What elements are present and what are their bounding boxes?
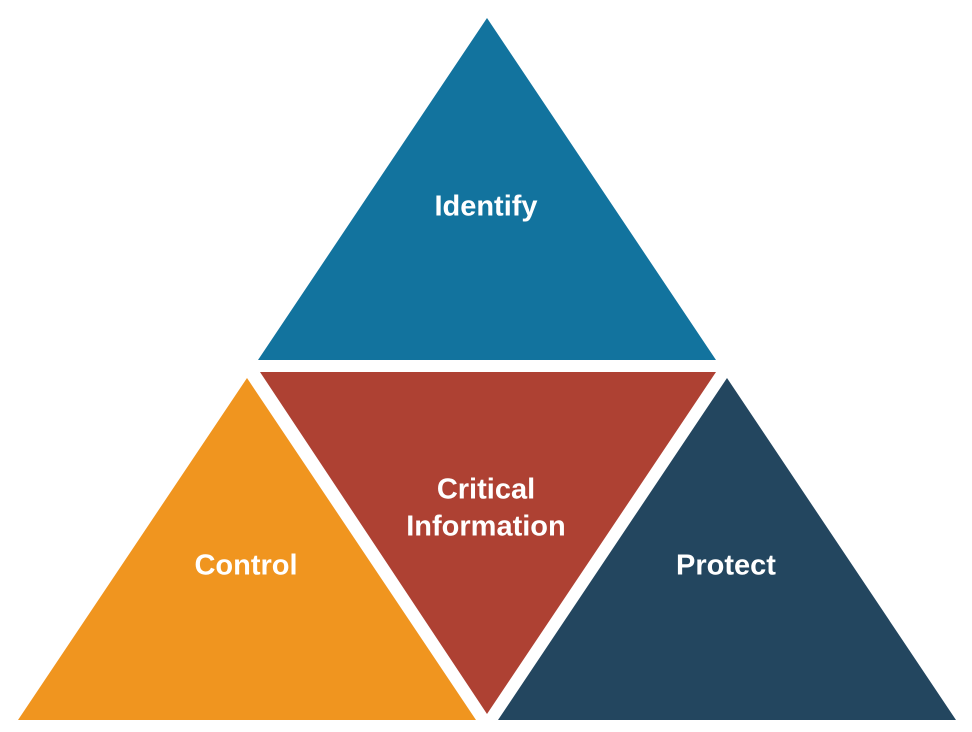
protect-triangle bbox=[498, 378, 956, 720]
identify-triangle bbox=[258, 18, 716, 360]
critical-information-triangle bbox=[260, 372, 716, 714]
protect-label: Protect bbox=[676, 550, 776, 582]
control-label: Control bbox=[194, 550, 297, 582]
identify-label: Identify bbox=[434, 191, 537, 223]
critical-label-line-2: Information bbox=[406, 511, 566, 543]
critical-label-line-1: Critical bbox=[437, 474, 535, 506]
control-triangle bbox=[18, 378, 476, 720]
